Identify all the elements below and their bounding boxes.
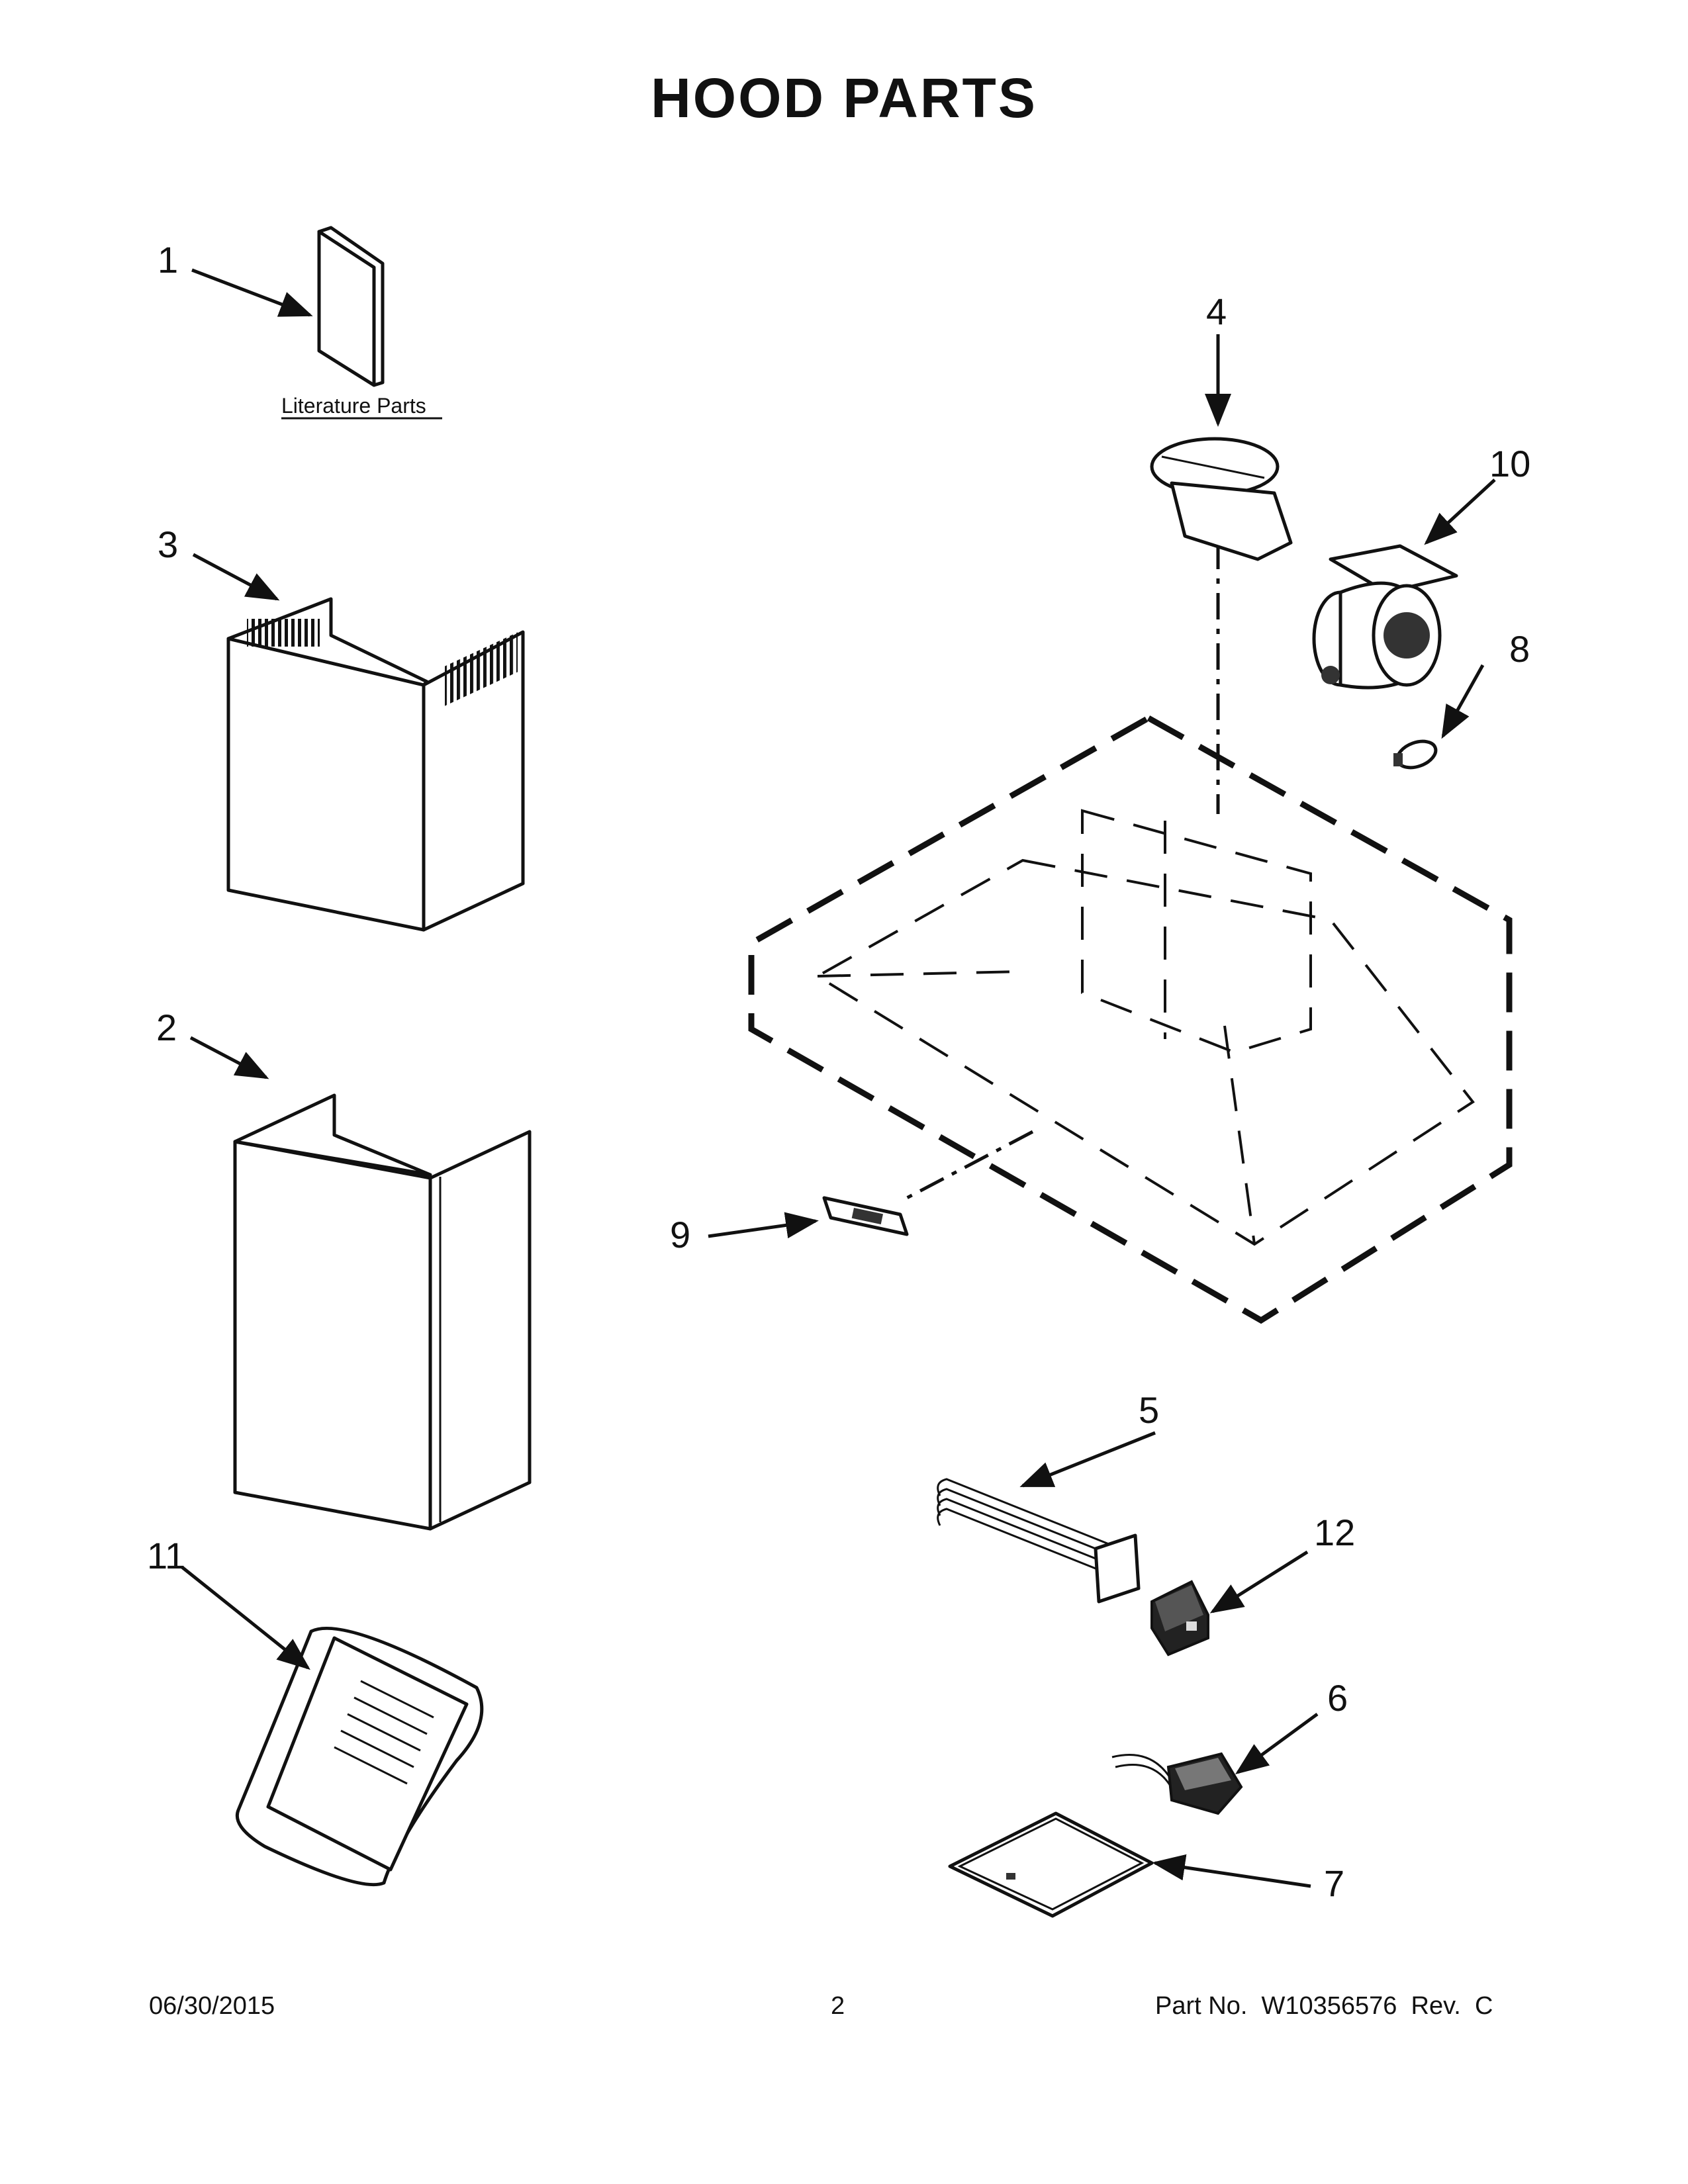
footer-date: 06/30/2015 [149, 1992, 275, 2020]
leader-10 [1424, 478, 1496, 545]
lower-chimney-cover [233, 1093, 532, 1531]
leader-2 [189, 1036, 269, 1079]
literature-parts-label: Literature Parts [281, 394, 426, 418]
transformer [1150, 1580, 1209, 1657]
callout-2: 2 [156, 1007, 177, 1048]
footer-part-number: Part No. W10356576 Rev. C [1155, 1992, 1493, 2020]
callout-10: 10 [1489, 443, 1530, 484]
leader-7 [1152, 1854, 1311, 1888]
control-switch [822, 1196, 909, 1236]
callout-7: 7 [1324, 1862, 1344, 1904]
callout-3: 3 [158, 523, 178, 565]
blower-assembly [1312, 544, 1458, 690]
literature-part [317, 226, 385, 387]
callout-12: 12 [1314, 1512, 1355, 1553]
leader-8 [1441, 664, 1485, 739]
leader-12 [1209, 1550, 1309, 1614]
hood-body-outline [748, 714, 1513, 1324]
leader-9 [708, 1212, 819, 1239]
callout-1: 1 [158, 239, 178, 281]
callout-11: 11 [147, 1535, 185, 1576]
callout-5: 5 [1139, 1389, 1159, 1431]
damper-assembly [1150, 437, 1293, 561]
lamp-assembly [937, 1478, 1141, 1604]
grease-filter [948, 1811, 1154, 1918]
callout-9: 9 [670, 1214, 690, 1255]
switch-connection-line [906, 1130, 1034, 1200]
callout-4: 4 [1206, 291, 1227, 332]
page-title: HOOD PARTS [651, 67, 1037, 129]
callout-8: 8 [1509, 628, 1530, 670]
footer-page-number: 2 [831, 1992, 845, 2020]
upper-chimney-cover [226, 597, 525, 932]
callout-6: 6 [1327, 1677, 1348, 1719]
leader-1 [191, 268, 313, 317]
leader-5 [1019, 1431, 1156, 1488]
leader-6 [1235, 1712, 1319, 1774]
light-bulb [1393, 739, 1438, 770]
leader-11 [181, 1566, 310, 1670]
leader-3 [192, 553, 280, 601]
installation-instructions [236, 1626, 484, 1887]
lamp-socket [1111, 1752, 1243, 1815]
